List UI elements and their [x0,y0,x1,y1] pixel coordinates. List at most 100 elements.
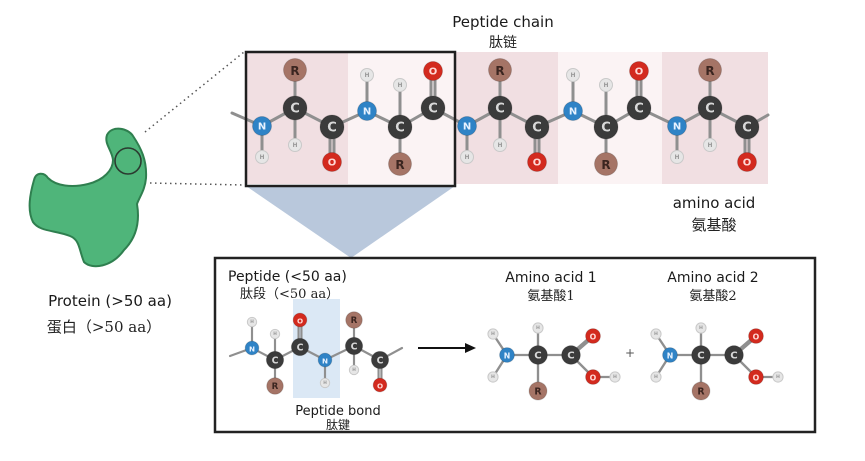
amino-acid-2-atom-h-symbol: H [699,325,703,331]
chain-atom-n-symbol: N [363,107,371,118]
dipeptide-atom-n-symbol: N [249,345,255,354]
amino-acid-1-atom-h [487,328,499,340]
chain-atom-c [487,95,513,121]
amino-acid-2-atom-c [724,345,744,365]
connector-line-bottom [149,182,245,186]
amino-acid-2-atom-h-symbol: H [776,374,780,380]
chain-atom-r [698,58,722,82]
amino-acid-2-atom-c-symbol: C [730,351,737,362]
chain-atom-r-symbol: R [395,158,404,172]
amino-acid-1-atom-h [609,371,621,383]
reaction-arrow [418,343,476,353]
dipeptide-atom-h-symbol: H [273,331,277,337]
chain-atom-c-symbol: C [327,121,337,136]
chain-atom-h [670,150,684,164]
peptide-label-en: Peptide (<50 aa) [228,269,347,285]
zoom-triangle [246,186,455,258]
amino-acid-1-label-en: Amino acid 1 [505,270,596,286]
chain-atom-h [255,150,269,164]
chain-atom-h [288,138,302,152]
zoom-connector-lines [144,51,245,186]
chain-atom-r-symbol: R [601,158,610,172]
amino-acid-label-en: amino acid [673,194,756,212]
chain-atom-r [283,58,307,82]
chain-atom-r-symbol: R [290,64,299,78]
chain-atom-c [697,95,723,121]
chain-atom-r [594,152,618,176]
chain-atom-h [493,138,507,152]
chain-atom-o-symbol: O [635,67,644,78]
chain-atom-o-symbol: O [743,158,752,169]
amino-acid-1-atom-o [585,328,601,344]
chain-atom-h-symbol: H [397,82,402,89]
peptide-bond-label-en: Peptide bond [295,404,380,419]
peptide-chain-label-zh: 肽链 [489,35,517,51]
amino-acid-2-atom-o [748,328,764,344]
amino-acid-2-atom-c-symbol: C [697,351,704,362]
chain-atom-h [460,150,474,164]
dipeptide-atom-n [317,352,333,368]
chain-atom-h [703,138,717,152]
dipeptide-atom-h [269,328,281,340]
chain-atom-n [457,116,477,136]
dipeptide-atom-h [246,316,258,328]
chain-atom-o [322,152,342,172]
chain-atom-n-symbol: N [258,122,266,133]
amino-acid-2-atom-h [650,371,662,383]
chain-atom-c-symbol: C [742,121,752,136]
protein-label-zh: 蛋白（>50 aa） [47,318,161,336]
chain-atom-r [388,152,412,176]
chain-atom-n-symbol: N [673,122,681,133]
chain-atom-h [566,68,580,82]
chain-atom-r-symbol: R [495,64,504,78]
amino-acid-1-label-zh: 氨基酸1 [527,289,574,304]
peptide-chain-label-en: Peptide chain [452,13,553,31]
amino-acid-1-atom-c [528,345,548,365]
amino-acid-1-atom-r [528,381,548,401]
chain-atom-o-symbol: O [429,67,438,78]
reaction-arrow-head [465,343,476,353]
dipeptide-atom-h [348,364,360,376]
chain-atom-c-symbol: C [395,121,405,136]
chain-atom-o-symbol: O [533,158,542,169]
dipeptide-atom-h-symbol: H [250,319,254,325]
chain-atom-c [420,95,446,121]
chain-atom-c [319,114,345,140]
amino-acid-1-atom-h-symbol: H [613,374,617,380]
chain-atom-c-symbol: C [601,121,611,136]
chain-atom-n [667,116,687,136]
amino-acid-2-atom-o-symbol: O [753,333,760,342]
amino-acid-2-atom-n [662,347,678,363]
amino-acid-2-atom-h [772,371,784,383]
chain-atom-c [626,95,652,121]
chain-atom-r [488,58,512,82]
chain-atom-h-symbol: H [292,142,297,149]
chain-atom-h-symbol: H [674,154,679,161]
amino-acid-2-atom-h [650,328,662,340]
chain-atom-h-symbol: H [570,72,575,79]
protein-zoom-circle [114,147,142,175]
dipeptide-atom-c-symbol: C [272,356,279,367]
chain-atom-n [357,101,377,121]
protein-label-en: Protein (>50 aa) [48,292,172,310]
chain-atom-n [563,101,583,121]
amino-acid-1-atom-c-symbol: C [534,351,541,362]
amino-acid-2-atom-o [748,369,764,385]
chain-atom-r-symbol: R [705,64,714,78]
dipeptide-atom-c [290,337,310,357]
chain-atom-o [423,61,443,81]
chain-atom-c-symbol: C [634,102,644,117]
chain-atom-c [282,95,308,121]
dipeptide-atom-o [292,312,308,328]
dipeptide-atom-r [266,377,284,395]
protein-blob [28,127,148,268]
chain-atom-c-symbol: C [532,121,542,136]
amino-acid-2-atom-h-symbol: H [654,374,658,380]
dipeptide-atom-n-symbol: N [322,357,328,366]
dipeptide-atom-r-symbol: R [272,382,279,392]
amino-acid-2-atom-r-symbol: R [697,387,705,398]
amino-acid-1-atom-c [561,345,581,365]
